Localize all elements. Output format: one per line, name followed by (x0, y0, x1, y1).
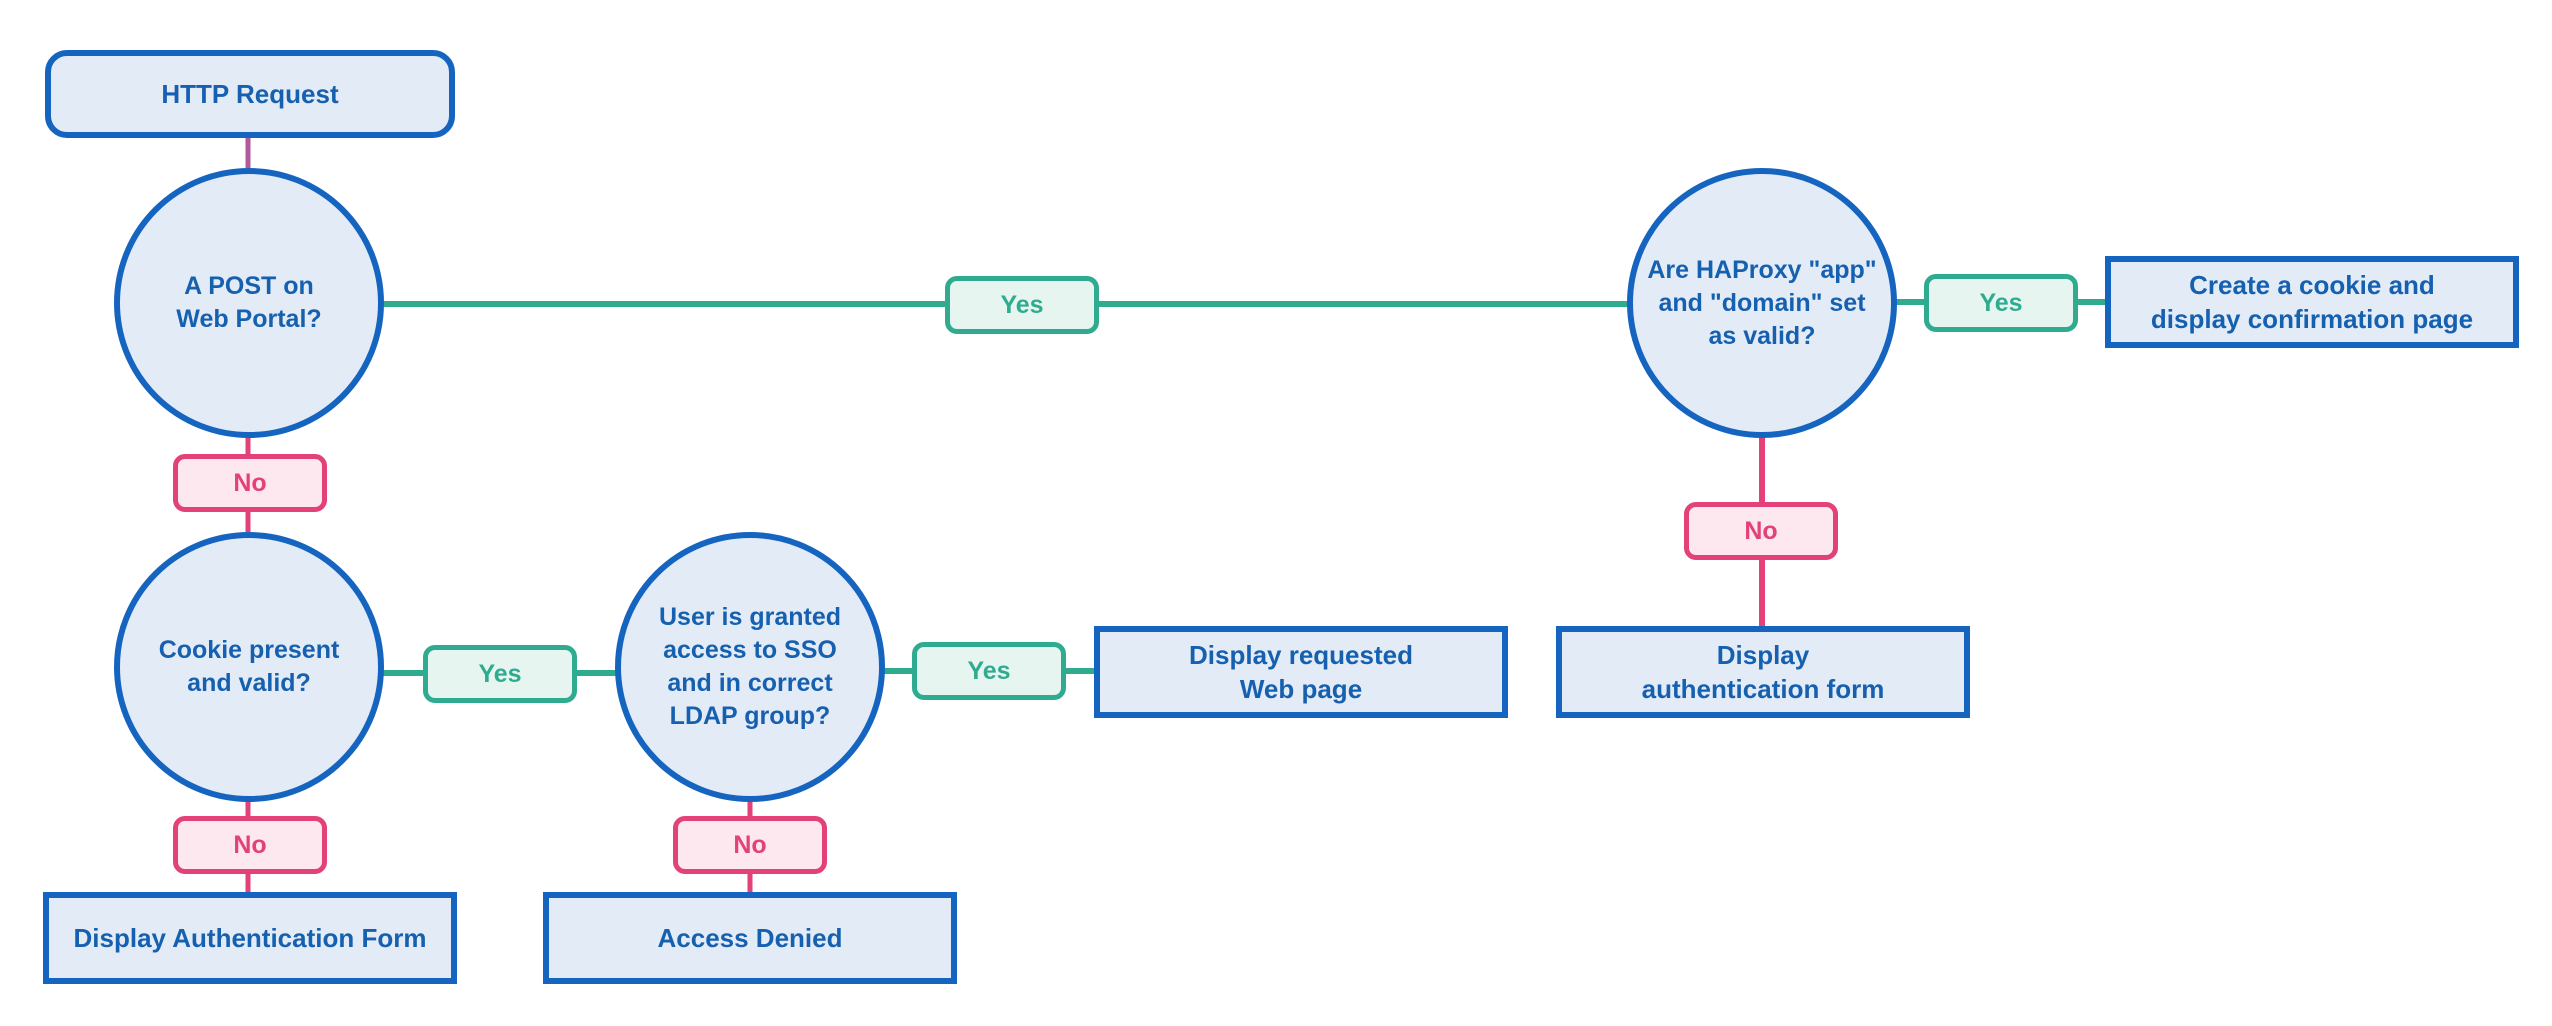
label-yes-post-haproxy: Yes (945, 276, 1099, 334)
label-no-cookie-authform: No (173, 816, 327, 874)
decision-user-granted-sso: User is granted access to SSO and in cor… (615, 532, 885, 802)
action-access-denied: Access Denied (543, 892, 957, 984)
action-display-authentication-form-left: Display Authentication Form (43, 892, 457, 984)
decision-cookie-present-valid: Cookie present and valid? (114, 532, 384, 802)
label-no-user-denied: No (673, 816, 827, 874)
action-create-cookie: Create a cookie and display confirmation… (2105, 256, 2519, 348)
action-display-authentication-form-right: Display authentication form (1556, 626, 1970, 718)
label-yes-haproxy-cookie: Yes (1924, 274, 2078, 332)
decision-post-on-web-portal: A POST on Web Portal? (114, 168, 384, 438)
label-yes-cookie-user: Yes (423, 645, 577, 703)
label-no-post-cookie: No (173, 454, 327, 512)
label-no-haproxy-authform: No (1684, 502, 1838, 560)
node-http-request: HTTP Request (45, 50, 455, 138)
action-display-requested-page: Display requested Web page (1094, 626, 1508, 718)
label-yes-user-display: Yes (912, 642, 1066, 700)
decision-haproxy-app-domain-valid: Are HAProxy "app" and "domain" set as va… (1627, 168, 1897, 438)
